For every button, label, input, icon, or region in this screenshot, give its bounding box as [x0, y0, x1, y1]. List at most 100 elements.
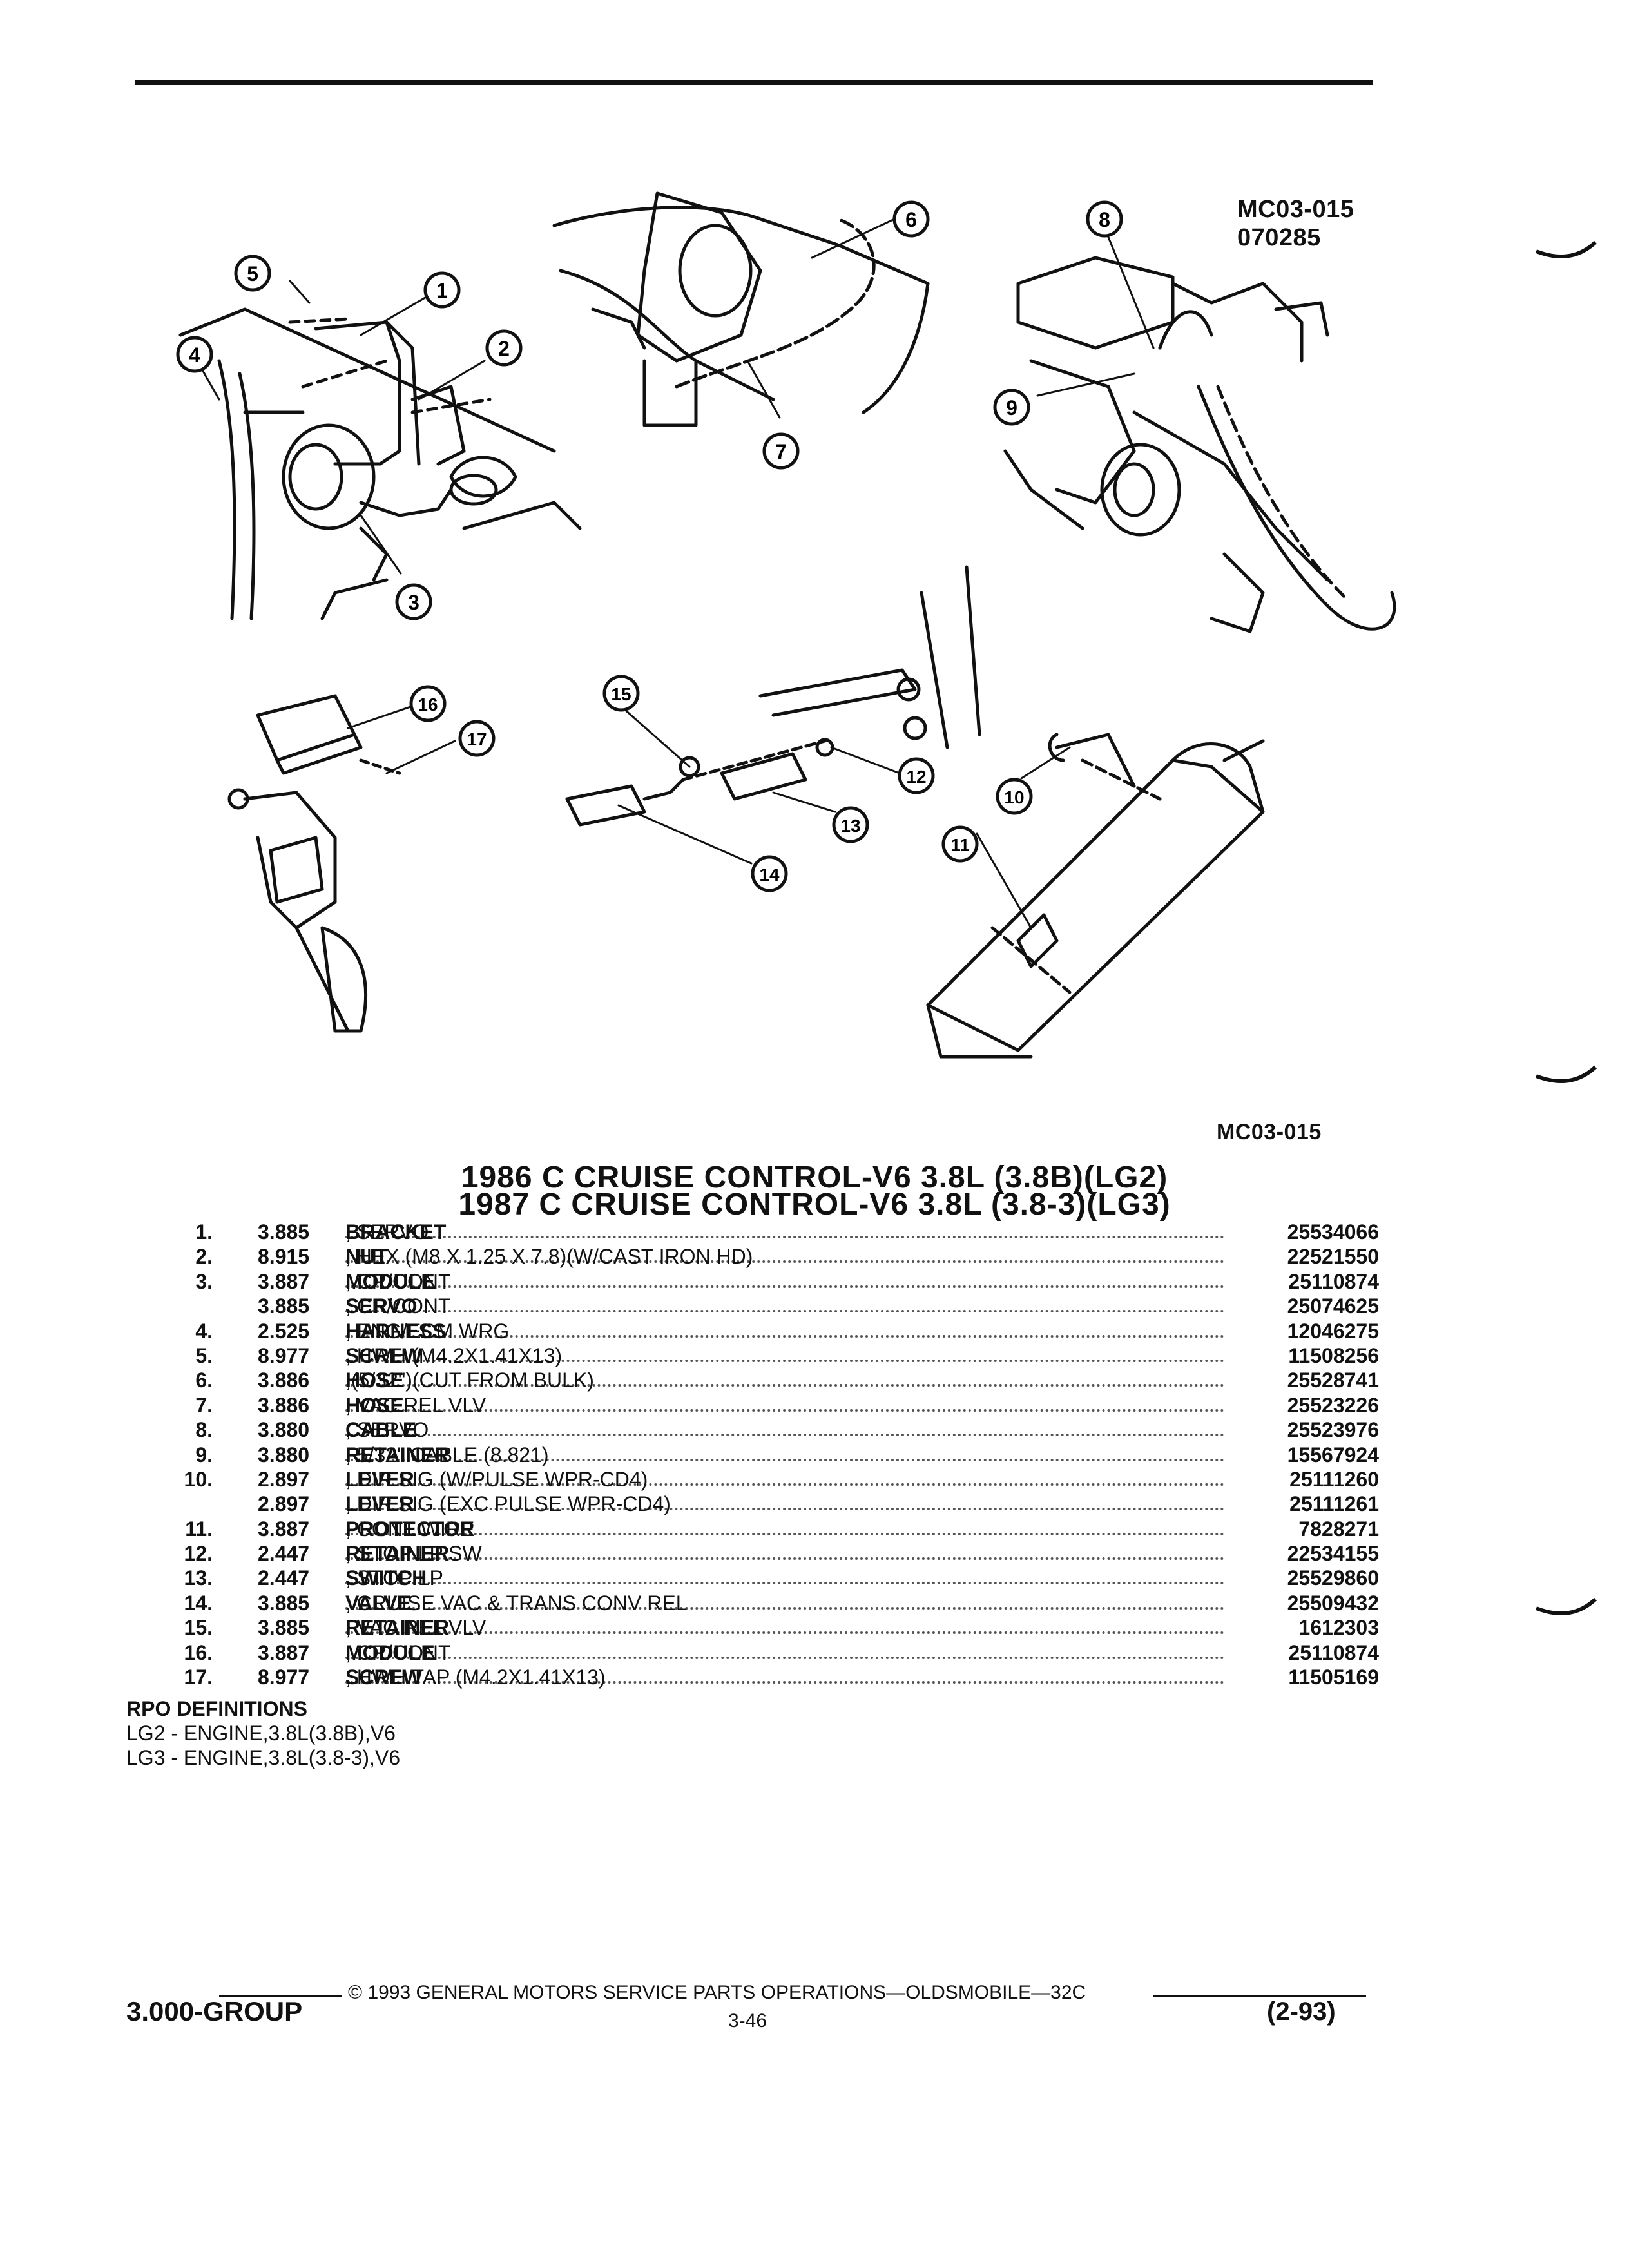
part-number: 25111261: [1283, 1492, 1379, 1517]
group-number: 3.886: [258, 1393, 310, 1417]
item-number: 7.: [195, 1393, 213, 1417]
svg-text:15: 15: [611, 684, 631, 704]
part-detail: , CONT WIRE: [345, 1517, 475, 1541]
rpo-heading: RPO DEFINITIONS: [126, 1697, 307, 1720]
callout-9: 9: [993, 389, 1030, 426]
figure-ref-date: 070285: [1237, 224, 1321, 251]
svg-text:13: 13: [840, 816, 860, 836]
leader-dots: [345, 1270, 1224, 1288]
part-detail: , STOP LP SW: [345, 1542, 482, 1566]
part-name: PROTECTOR: [345, 1517, 475, 1541]
section-title-1987: 1987 C CRUISE CONTROL-V6 3.8L (3.8-3)(LG…: [458, 1187, 1171, 1222]
part-name: MODULE: [345, 1640, 435, 1664]
svg-text:1: 1: [436, 279, 448, 302]
callout-11: 11: [941, 825, 979, 863]
switch-valve-drawing: [565, 565, 981, 827]
leader-dots: [345, 1468, 1224, 1486]
part-name: LEVER: [345, 1467, 414, 1491]
scan-margin-mark: [1535, 240, 1597, 259]
callout-7: 7: [762, 432, 800, 470]
part-number: 25074625: [1280, 1294, 1379, 1319]
svg-text:6: 6: [905, 208, 917, 231]
callout-14: 14: [751, 855, 788, 892]
item-number: 8.: [195, 1418, 213, 1442]
group-number: 2.447: [258, 1542, 310, 1566]
group-number: 3.887: [258, 1269, 310, 1293]
svg-text:2: 2: [498, 337, 510, 360]
part-name: CABLE: [345, 1418, 417, 1442]
callout-17: 17: [458, 720, 496, 757]
leader-dots: [345, 1542, 1224, 1561]
scan-margin-mark: [1535, 1065, 1597, 1084]
callout-1: 1: [423, 271, 461, 309]
svg-text:3: 3: [408, 591, 419, 614]
scan-margin-mark: [1535, 1597, 1597, 1616]
callout-15: 15: [602, 675, 640, 712]
part-name: NUT: [345, 1245, 388, 1269]
part-detail: , VAC REL VLV: [345, 1616, 487, 1640]
footer-rule-right: [1153, 1995, 1366, 1997]
part-number: 25509432: [1280, 1591, 1379, 1615]
group-number: 3.887: [258, 1640, 310, 1664]
item-number: 5.: [195, 1343, 213, 1367]
item-number: 13.: [184, 1566, 213, 1590]
figure-ref-code: MC03-015: [1237, 196, 1354, 223]
part-number: 11505169: [1282, 1666, 1379, 1690]
item-number: 14.: [184, 1591, 213, 1615]
part-number: 25110874: [1282, 1269, 1379, 1294]
module-pedal-drawing: [227, 694, 401, 1033]
part-detail: , DIR SIG (EXC PULSE WPR-CD4): [345, 1492, 671, 1516]
part-name: SCREW: [345, 1343, 423, 1367]
part-number: 25523976: [1280, 1418, 1379, 1443]
item-number: 4.: [195, 1319, 213, 1343]
part-name: LEVER: [345, 1492, 414, 1516]
leader-dots: [345, 1492, 1224, 1511]
part-detail: , CR/CONT: [345, 1640, 451, 1664]
leader-dots: [345, 1418, 1224, 1437]
part-detail: , VAC REL VLV: [345, 1393, 487, 1417]
callout-4: 4: [176, 336, 213, 373]
item-number: 11.: [185, 1517, 213, 1541]
group-number: 3.886: [258, 1369, 310, 1392]
part-name: RETAINER: [345, 1616, 450, 1640]
svg-text:5: 5: [247, 262, 258, 285]
group-number: 2.525: [258, 1319, 310, 1343]
servo-cable-drawing: [1003, 256, 1396, 633]
svg-text:7: 7: [775, 440, 787, 463]
footer-page-number: 3-46: [728, 2010, 767, 2032]
item-number: 12.: [184, 1542, 213, 1566]
leader-dots: [345, 1666, 1224, 1684]
servo-assembly-drawing: [178, 307, 582, 620]
callout-leaders: [196, 218, 1155, 929]
callout-12: 12: [898, 757, 935, 794]
footer-copyright: © 1993 GENERAL MOTORS SERVICE PARTS OPER…: [348, 1982, 1086, 2003]
item-number: 10.: [184, 1467, 213, 1491]
part-number: 25111260: [1283, 1467, 1379, 1492]
svg-text:10: 10: [1004, 787, 1024, 807]
figure-ref-code-bottom: MC03-015: [1217, 1120, 1322, 1144]
part-name: VALVE: [345, 1591, 411, 1615]
footer-rule-left: [219, 1995, 342, 1997]
group-number: 3.880: [258, 1418, 310, 1442]
part-detail: , CR/CONT: [345, 1269, 451, 1293]
item-number: 1.: [195, 1220, 213, 1244]
section-title-1986: 1986 C CRUISE CONTROL-V6 3.8L (3.8B)(LG2…: [461, 1160, 1168, 1195]
group-number: 8.977: [258, 1666, 310, 1689]
leader-dots: [345, 1369, 1224, 1387]
part-number: 25529860: [1280, 1566, 1379, 1591]
group-number: 3.885: [258, 1591, 310, 1615]
group-number: 3.885: [258, 1220, 310, 1244]
part-detail: , DIR SIG (W/PULSE WPR-CD4): [345, 1467, 648, 1491]
callout-5: 5: [234, 255, 271, 292]
group-number: 3.885: [258, 1294, 310, 1318]
item-number: 15.: [184, 1616, 213, 1640]
